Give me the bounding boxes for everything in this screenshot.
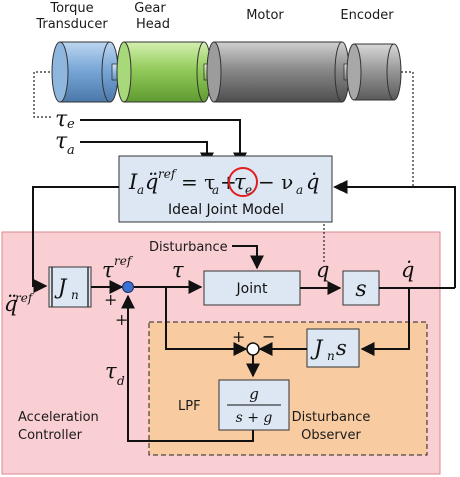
- jn-block: [48, 266, 92, 308]
- eq-inertia-sub: a: [137, 183, 144, 197]
- jn-subscript: n: [71, 288, 79, 302]
- disturbance-label: Disturbance: [149, 240, 228, 255]
- disturbance-observer-label-1: Disturbance: [292, 410, 371, 425]
- tau-ref-sup: ref: [114, 254, 134, 268]
- eq-tau-e: τ: [234, 170, 246, 194]
- eq-equals-tau: = τ: [181, 170, 215, 194]
- tau-e-symbol: τ: [55, 107, 68, 132]
- jn-symbol: J: [54, 275, 68, 299]
- plus-sign-top: +: [104, 290, 117, 309]
- encoder-line-to-model: [333, 71, 414, 192]
- sum-node-main: [122, 281, 134, 293]
- acceleration-controller-label-1: Acceleration: [18, 410, 99, 425]
- tau-symbol: τ: [172, 258, 184, 282]
- jns-symbol: J: [310, 336, 324, 360]
- tau-to-observer-line: [165, 287, 248, 356]
- eq-minus-nu: − ν: [258, 170, 293, 194]
- qdot-symbol: q̇: [401, 258, 414, 282]
- s-block: [342, 270, 380, 306]
- sum-node-observer: [246, 342, 260, 356]
- model-output-line: [32, 186, 119, 293]
- lpf-output-line: [121, 294, 254, 442]
- qddot-ref-symbol: q̈: [4, 292, 17, 316]
- observer-plus: +: [232, 327, 245, 346]
- jns-subscript: n: [327, 349, 335, 363]
- jns-s: s: [336, 336, 347, 360]
- tau-d-symbol: τ: [105, 359, 117, 383]
- jns-block: [306, 328, 360, 368]
- qdot-feedback-to-model: [414, 186, 456, 288]
- joint-label: Joint: [236, 281, 268, 297]
- q-symbol: q: [316, 258, 329, 282]
- eq-ref: ref: [158, 167, 178, 181]
- disturbance-observer-label-2: Observer: [301, 428, 361, 443]
- tau-a-symbol: τ: [55, 129, 68, 154]
- eq-nu-sub: a: [296, 183, 303, 197]
- encoder-label: Encoder: [340, 8, 394, 23]
- lpf-label: LPF: [178, 399, 201, 414]
- eq-qddot: q̈: [145, 170, 158, 194]
- gear-head-label-2: Head: [136, 17, 170, 32]
- tau-e-subscript: e: [67, 117, 75, 132]
- ideal-joint-model-block: [118, 155, 333, 223]
- torque-transducer: [51, 41, 119, 103]
- eq-tau-e-sub: e: [245, 183, 252, 197]
- gear-head-label-1: Gear: [134, 1, 166, 16]
- tau-a-subscript: a: [67, 143, 75, 158]
- tau-e-line: [80, 119, 247, 167]
- torque-transducer-label-2: Transducer: [35, 17, 108, 32]
- observer-minus: −: [262, 327, 275, 346]
- acceleration-controller-label-2: Controller: [18, 428, 83, 443]
- motor-label: Motor: [246, 8, 284, 23]
- tau-e-highlight-circle: [228, 167, 258, 197]
- gear-head: [116, 41, 212, 103]
- qddot-ref-sup: ref: [15, 291, 35, 305]
- lpf-denominator: s + g: [236, 410, 273, 426]
- encoder: [346, 43, 402, 101]
- tau-ref-symbol: τ: [102, 258, 114, 282]
- lpf-numerator: g: [249, 385, 259, 403]
- s-symbol: s: [355, 277, 366, 302]
- torque-transducer-label-1: Torque: [49, 1, 93, 16]
- motor: [206, 41, 350, 103]
- plus-sign-bottom: +: [115, 310, 128, 329]
- qdot-to-jns-line: [360, 288, 410, 356]
- eq-qdot: q̇: [306, 170, 319, 194]
- eq-tau-a-sub: a: [212, 183, 219, 197]
- tau-d-subscript: d: [117, 374, 125, 388]
- disturbance-line: [232, 245, 264, 270]
- eq-inertia: I: [128, 170, 138, 194]
- ideal-joint-model-title: Ideal Joint Model: [168, 202, 284, 218]
- joint-block: [203, 270, 301, 306]
- tau-e-sensor-line: [33, 71, 52, 118]
